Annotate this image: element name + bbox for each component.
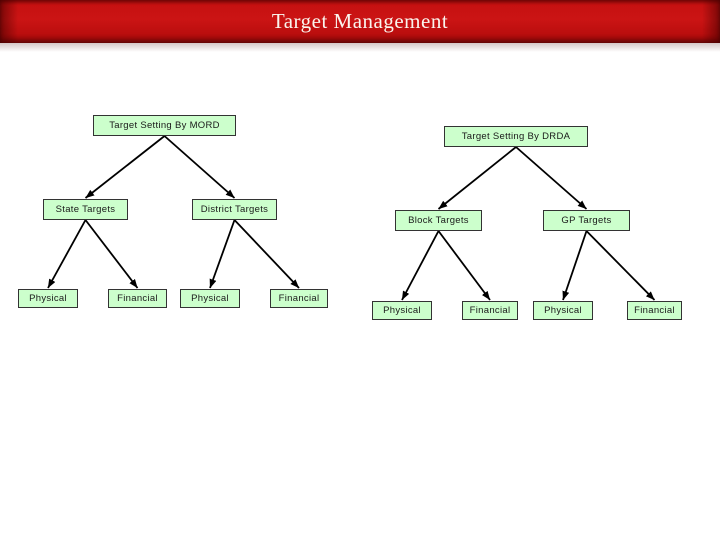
connector-mord-to-district — [163, 135, 236, 199]
node-gp-financial: Financial — [627, 301, 682, 320]
connector-block-to-block_financial — [437, 230, 491, 301]
node-state-targets: State Targets — [43, 199, 128, 220]
node-gp-physical: Physical — [533, 301, 593, 320]
node-gp-targets: GP Targets — [543, 210, 630, 231]
node-block-targets: Block Targets — [395, 210, 482, 231]
page-title: Target Management — [271, 9, 449, 33]
connector-block-to-block_physical — [401, 230, 440, 301]
node-district-targets: District Targets — [192, 199, 277, 220]
node-target-setting-by-drda: Target Setting By DRDA — [444, 126, 588, 147]
connector-mord-to-state — [84, 135, 166, 199]
title-banner: Target Management — [0, 0, 720, 43]
banner-shadow — [0, 43, 720, 52]
connector-drda-to-block — [437, 146, 517, 210]
node-block-financial: Financial — [462, 301, 518, 320]
node-district-physical: Physical — [180, 289, 240, 308]
connector-gp-to-gp_physical — [562, 230, 588, 301]
node-target-setting-by-mord: Target Setting By MORD — [93, 115, 236, 136]
node-district-financial: Financial — [270, 289, 328, 308]
connector-district-to-district_physical — [209, 219, 236, 289]
node-block-physical: Physical — [372, 301, 432, 320]
connector-drda-to-gp — [515, 146, 588, 210]
connector-gp-to-gp_financial — [585, 230, 656, 301]
connector-district-to-district_financial — [233, 219, 300, 289]
connector-state-to-state_financial — [84, 219, 139, 289]
node-state-physical: Physical — [18, 289, 78, 308]
node-state-financial: Financial — [108, 289, 167, 308]
connector-state-to-state_physical — [47, 219, 87, 289]
